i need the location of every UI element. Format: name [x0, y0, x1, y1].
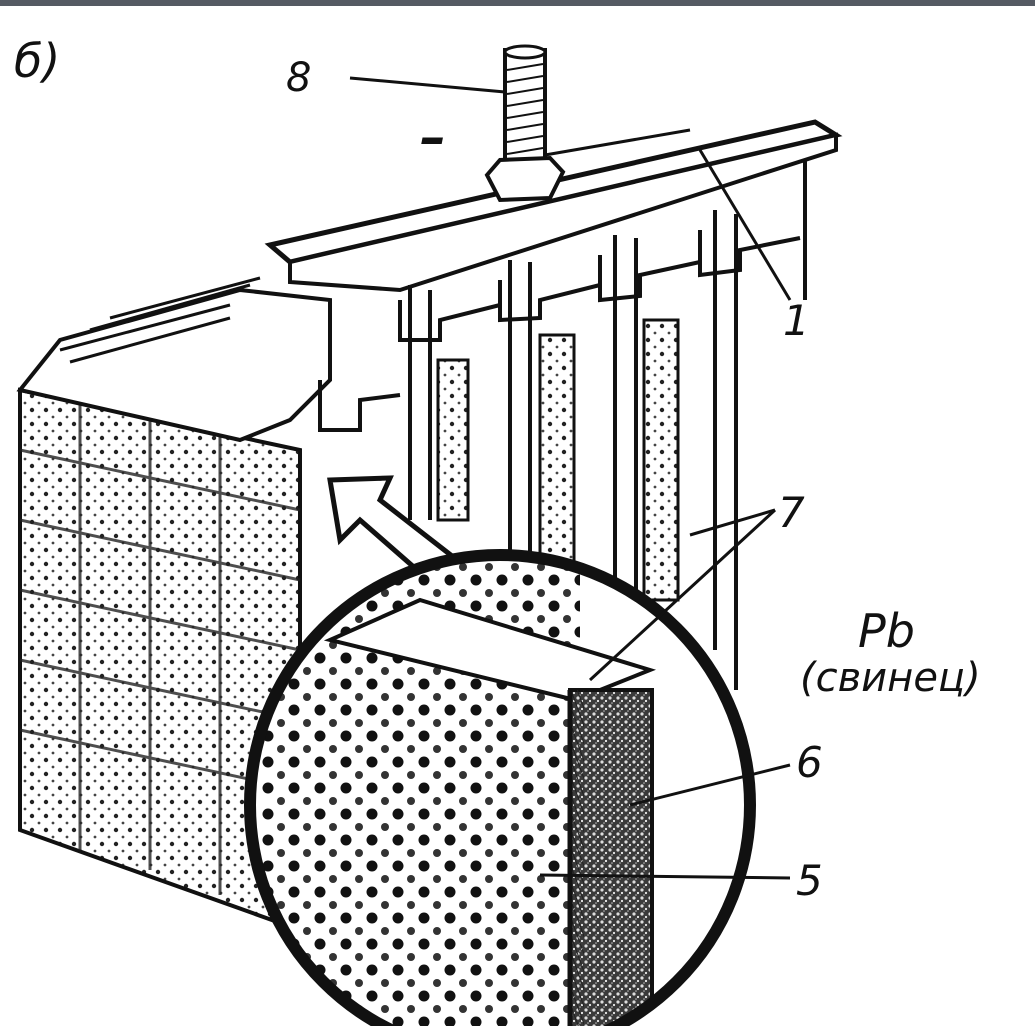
label-paste-core: 6 — [796, 738, 823, 787]
label-polarity: – — [420, 108, 446, 168]
label-terminal: 8 — [286, 55, 312, 101]
terminal-post — [484, 44, 566, 203]
label-grid-frame: 5 — [796, 856, 823, 905]
leader-lines — [349, 76, 792, 880]
label-strap: 1 — [783, 296, 810, 345]
connector-strap — [264, 119, 843, 293]
window-top-bar — [0, 0, 1035, 6]
label-separators: 7 — [778, 488, 805, 537]
plate-block — [16, 276, 332, 933]
label-material-note: (свинец) — [800, 655, 981, 701]
separator-plates — [318, 160, 807, 690]
magnified-detail — [244, 549, 756, 1026]
label-material: Pb — [858, 604, 915, 658]
panel-label: б) — [14, 34, 61, 88]
